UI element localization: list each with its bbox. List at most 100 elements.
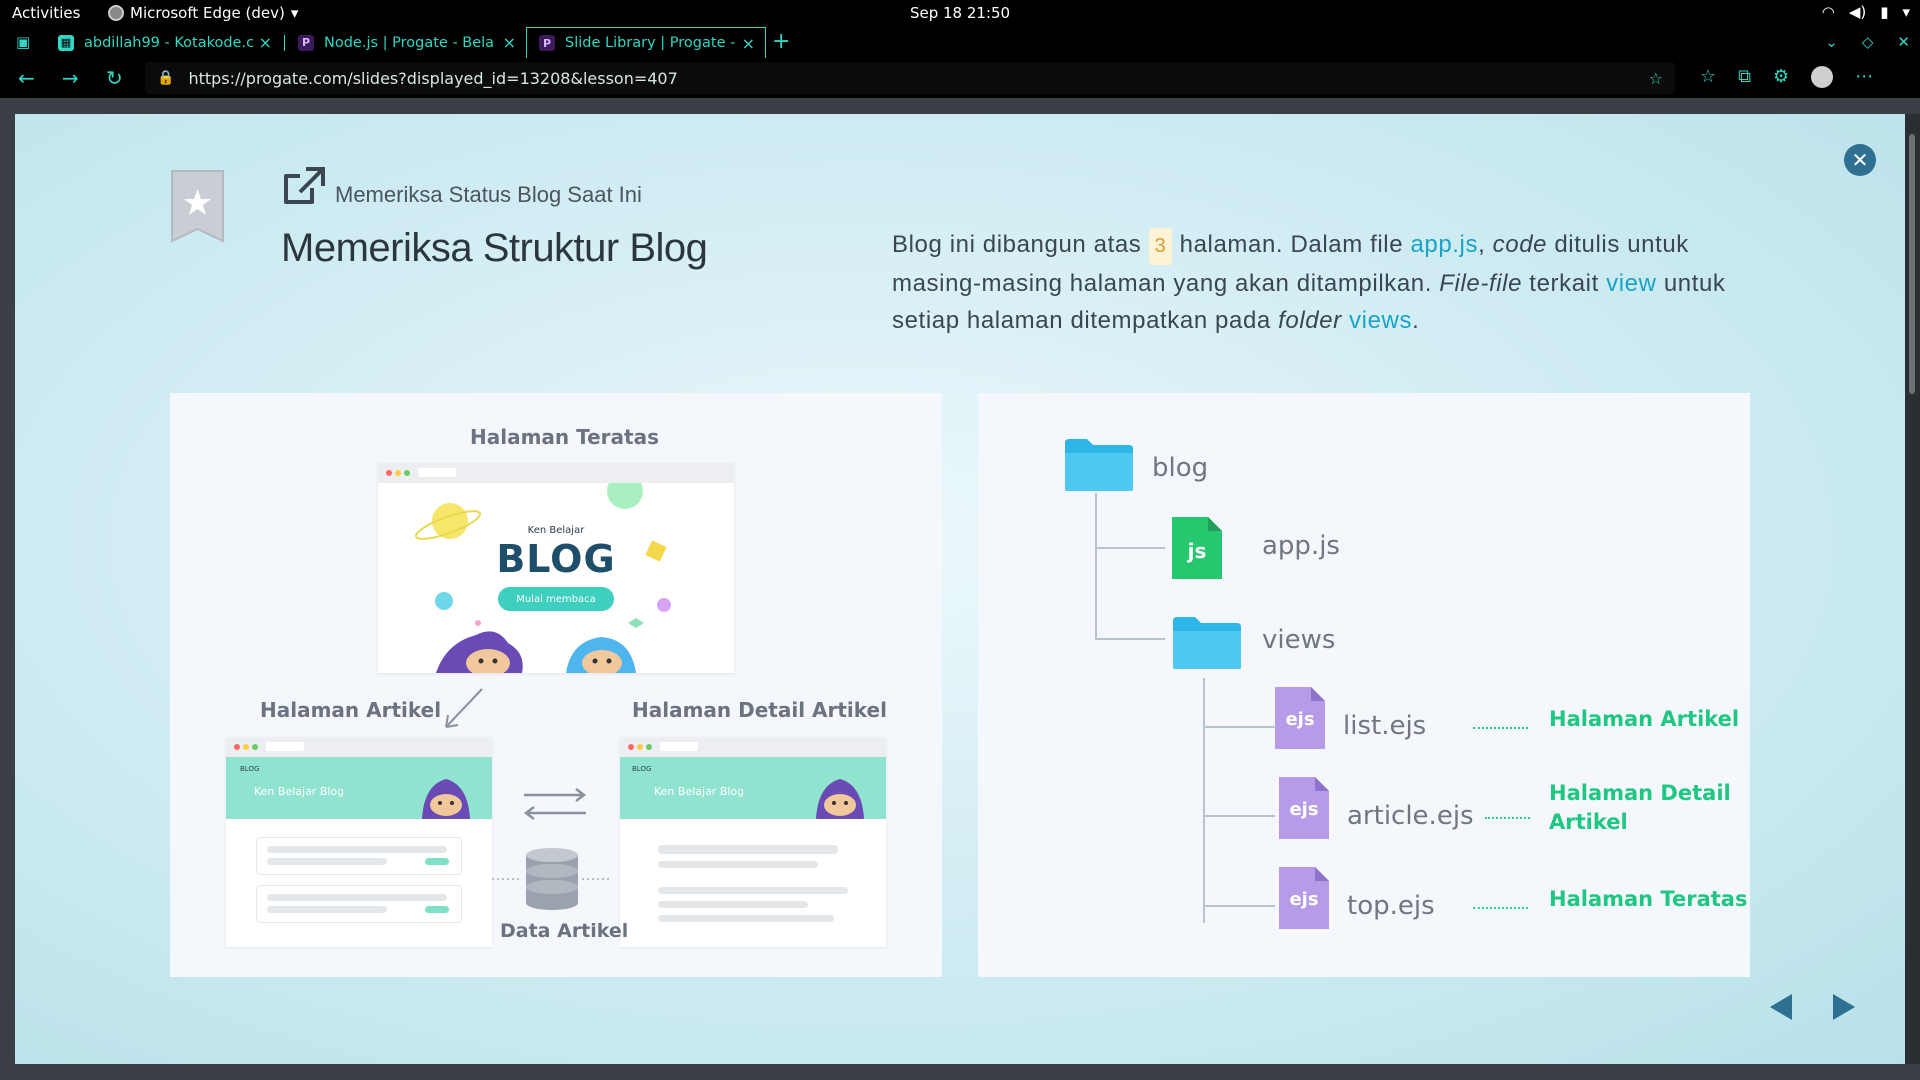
- tab-search-icon[interactable]: ⌄: [1825, 33, 1838, 51]
- label-top-page: Halaman Teratas: [470, 425, 659, 449]
- profile-avatar[interactable]: [1811, 66, 1834, 88]
- sync-icon[interactable]: ◇: [1861, 33, 1874, 51]
- tab-label: Node.js | Progate - Belajar: [324, 34, 494, 51]
- label-article-page: Halaman Artikel: [260, 698, 442, 722]
- close-tab-icon[interactable]: ×: [258, 33, 272, 52]
- system-tray[interactable]: ◠ ◀) ▮ ▾: [1822, 3, 1910, 21]
- progate-icon: P: [539, 35, 555, 51]
- close-tab-icon[interactable]: ×: [741, 33, 755, 53]
- folder-icon: [1173, 617, 1241, 669]
- next-slide-button[interactable]: [1833, 994, 1855, 1020]
- volume-icon: ◀): [1848, 3, 1867, 21]
- folder-icon: [1065, 439, 1133, 491]
- kotakode-icon: ▦: [58, 34, 74, 51]
- app-menu[interactable]: Microsoft Edge (dev) ▾: [108, 4, 298, 22]
- desc-text: halaman. Dalam file: [1172, 231, 1411, 258]
- reload-button[interactable]: ↻: [106, 66, 123, 90]
- view-highlight: view: [1606, 270, 1657, 297]
- forward-button[interactable]: →: [62, 66, 79, 90]
- close-tab-icon[interactable]: ×: [502, 33, 516, 52]
- file-file-word: File-file: [1439, 270, 1523, 297]
- slide-title: Memeriksa Struktur Blog: [281, 226, 708, 270]
- mascot-characters: [436, 631, 636, 673]
- mock-start-reading-button: Mulai membaca: [498, 587, 614, 611]
- mock-blog-tag: BLOG: [632, 765, 652, 773]
- slide-subtitle: Memeriksa Status Blog Saat Ini: [335, 182, 642, 207]
- close-window-icon[interactable]: ✕: [1897, 33, 1910, 51]
- desc-text: terkait: [1522, 270, 1607, 297]
- mascot-icon: [816, 779, 864, 819]
- close-slide-button[interactable]: ✕: [1844, 144, 1876, 176]
- file-name-list-ejs: list.ejs: [1343, 711, 1427, 741]
- folder-name-views: views: [1262, 625, 1336, 655]
- clock[interactable]: Sep 18 21:50: [909, 4, 1011, 22]
- page-scrollbar[interactable]: [1905, 114, 1920, 1064]
- collections-icon[interactable]: ⧉: [1738, 66, 1751, 87]
- pages-diagram-panel: Halaman Teratas Ken Belajar BLOG Mulai m…: [170, 393, 942, 977]
- desc-text: untuk setiap halaman ditempatkan pada: [892, 270, 1726, 334]
- extensions-icon[interactable]: ⚙: [1773, 66, 1790, 87]
- scroll-thumb[interactable]: [1909, 134, 1915, 394]
- favorites-icon[interactable]: ☆: [1700, 66, 1717, 87]
- tab-kotakode[interactable]: ▦ abdillah99 - Kotakode.com ×: [46, 27, 282, 58]
- detail-page-mockup: BLOG Ken Belajar Blog: [620, 737, 886, 947]
- page-bottom-strip: [0, 1064, 1920, 1080]
- mock-blog-title: BLOG: [496, 537, 616, 581]
- tab-slide-library[interactable]: P Slide Library | Progate - B ×: [526, 27, 766, 58]
- tab-label: Slide Library | Progate - B: [565, 35, 735, 51]
- lock-icon[interactable]: 🔒: [157, 70, 175, 86]
- tab-label: abdillah99 - Kotakode.com: [84, 34, 254, 51]
- desc-article-ejs: Halaman Detail Artikel: [1549, 779, 1731, 837]
- desc-text: Blog ini dibangun atas: [892, 231, 1149, 258]
- arrow-down-left-icon: [445, 688, 483, 728]
- edge-app-icon: [108, 5, 124, 21]
- more-menu-icon[interactable]: ⋯: [1855, 66, 1874, 87]
- file-name-app-js: app.js: [1262, 531, 1340, 561]
- mock-blog-name: Ken Belajar Blog: [654, 785, 745, 798]
- code-word: code: [1492, 231, 1548, 258]
- js-badge: js: [1187, 539, 1207, 563]
- article-page-mockup: BLOG Ken Belajar Blog: [226, 737, 492, 947]
- tree-connector: [1203, 678, 1205, 923]
- desc-list-ejs: Halaman Artikel: [1549, 707, 1740, 731]
- exchange-arrows-icon: [523, 788, 587, 820]
- app-js-highlight: app.js: [1410, 231, 1479, 258]
- desc-text: [1342, 307, 1349, 334]
- label-article-data: Data Artikel: [500, 920, 629, 942]
- tab-strip: ▣ ▦ abdillah99 - Kotakode.com × P Node.j…: [0, 27, 1920, 58]
- external-link-icon: [284, 167, 325, 204]
- tab-actions-icon[interactable]: ▣: [16, 33, 31, 51]
- top-page-mockup: Ken Belajar BLOG Mulai membaca: [378, 463, 734, 673]
- system-top-bar: Activities Microsoft Edge (dev) ▾ Sep 18…: [0, 0, 1920, 27]
- mock-small-title: Ken Belajar: [527, 525, 585, 536]
- address-row: ← → ↻ 🔒 https://progate.com/slides?displ…: [0, 58, 1920, 98]
- js-file-icon: js: [1172, 517, 1222, 579]
- dotted-connector: [1473, 907, 1528, 909]
- desc-text: .: [1412, 307, 1420, 334]
- progate-icon: P: [298, 34, 314, 51]
- desc-line: Artikel: [1549, 810, 1628, 834]
- power-menu-icon: ▾: [1902, 3, 1910, 21]
- ejs-badge: ejs: [1289, 799, 1319, 820]
- file-name-top-ejs: top.ejs: [1347, 891, 1435, 921]
- ejs-file-icon: ejs: [1279, 867, 1329, 929]
- wifi-icon: ◠: [1821, 3, 1835, 21]
- back-button[interactable]: ←: [18, 66, 35, 90]
- file-tree-panel: blog js app.js views ejs list.ejs Halama…: [978, 393, 1750, 977]
- tree-connector: [1095, 547, 1165, 549]
- add-favorite-icon[interactable]: ☆: [1648, 68, 1663, 88]
- prev-slide-button[interactable]: [1770, 994, 1792, 1020]
- tab-nodejs[interactable]: P Node.js | Progate - Belajar ×: [286, 27, 526, 58]
- desc-line: Halaman Detail: [1549, 781, 1731, 805]
- new-tab-button[interactable]: +: [772, 29, 791, 54]
- bookmark-icon[interactable]: [170, 169, 225, 243]
- page-count-badge: 3: [1148, 228, 1173, 265]
- ejs-badge: ejs: [1289, 889, 1319, 910]
- label-detail-page: Halaman Detail Artikel: [632, 698, 887, 722]
- activities-button[interactable]: Activities: [12, 4, 81, 22]
- address-bar[interactable]: 🔒 https://progate.com/slides?displayed_i…: [145, 62, 1675, 94]
- slide-description: Blog ini dibangun atas 3 halaman. Dalam …: [892, 226, 1752, 339]
- mock-blog-name: Ken Belajar Blog: [254, 785, 345, 798]
- ejs-file-icon: ejs: [1275, 687, 1325, 749]
- caret-down-icon: ▾: [290, 4, 299, 22]
